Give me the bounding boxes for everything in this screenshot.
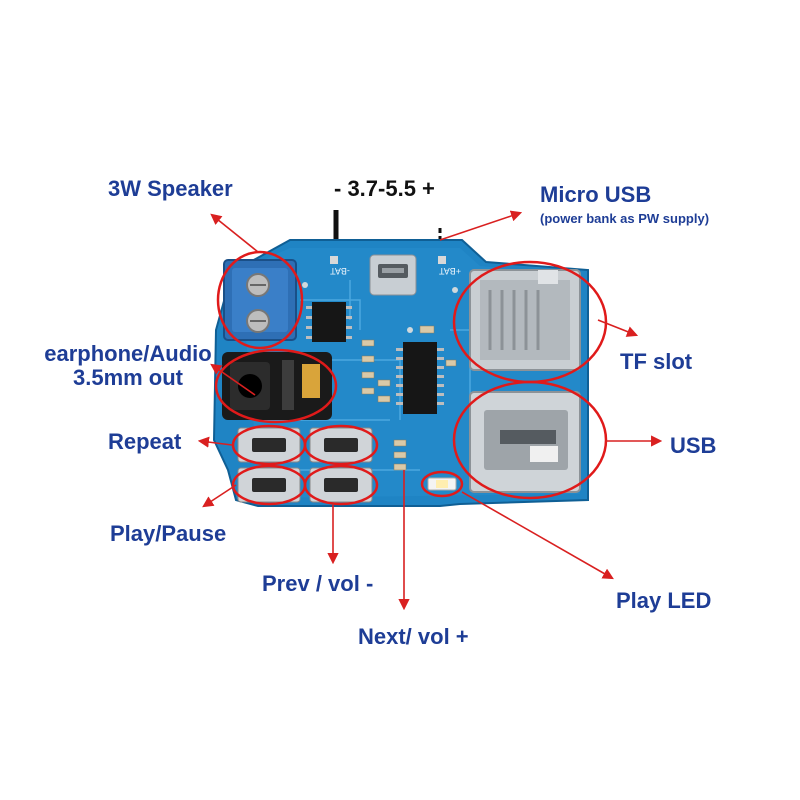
micro-usb-note: (power bank as PW supply)	[540, 211, 710, 226]
terminal-block-icon	[223, 259, 297, 341]
repeat-label: Repeat	[108, 429, 182, 454]
prev-vol-label: Prev / vol -	[262, 571, 374, 596]
play-pause-label: Play/Pause	[110, 521, 227, 546]
audio-out-label: earphone/Audio 3.5mm out	[30, 341, 226, 391]
circle-btn-prev	[303, 464, 379, 506]
circle-led	[420, 470, 464, 498]
tactile-button-icon	[237, 427, 373, 503]
arrow-icon	[197, 210, 663, 611]
callout-circles	[214, 250, 608, 506]
speaker-label: 3W Speaker	[108, 176, 233, 201]
sd-card-slot-icon	[469, 269, 581, 371]
circle-btn-next	[303, 424, 379, 466]
micro-usb-port	[369, 254, 417, 296]
next-vol-label: Next/ vol +	[358, 624, 469, 649]
passive-components	[361, 325, 457, 471]
usb-label: USB	[670, 433, 717, 458]
usb-port-icon	[469, 391, 581, 493]
tf-slot-label: TF slot	[620, 349, 693, 374]
bat-negative-silk: -BAT	[330, 266, 350, 276]
circle-usb	[452, 380, 608, 500]
led-icon	[427, 477, 457, 491]
circle-speaker	[216, 250, 304, 350]
chip-amplifier	[306, 302, 352, 342]
bat-positive-silk: +BAT	[438, 266, 461, 276]
power-range-label: - 3.7-5.5 +	[334, 176, 435, 201]
play-led-label: Play LED	[616, 588, 712, 613]
micro-usb-label: Micro USB	[540, 182, 652, 207]
audio-out-line1: earphone/Audio	[44, 341, 212, 366]
audio-out-line2: 3.5mm out	[72, 365, 184, 391]
circle-audio	[214, 348, 338, 424]
chip-decoder	[396, 342, 444, 414]
audio-jack-icon	[222, 352, 332, 420]
